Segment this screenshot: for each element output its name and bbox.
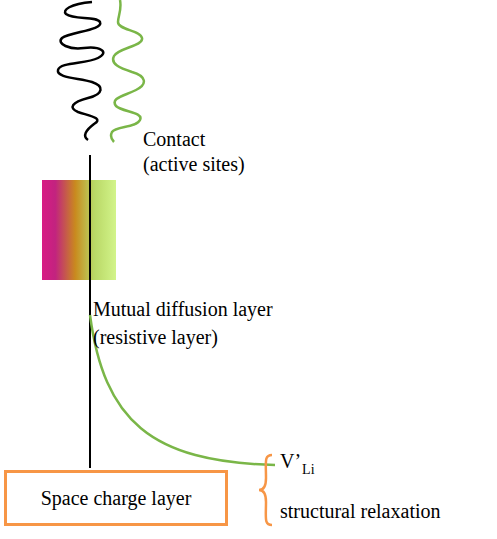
black-rough-surface (58, 2, 103, 140)
annotation-label: Li (302, 462, 314, 478)
orange-brace (259, 455, 272, 525)
annotation-label: (resistive layer) (93, 326, 218, 349)
green-rough-surface (111, 0, 144, 142)
annotation-label: Mutual diffusion layer (93, 298, 273, 321)
annotation-label: structural relaxation (280, 500, 441, 523)
space-charge-box: Space charge layer (4, 470, 228, 526)
annotation-label: Contact (143, 128, 205, 151)
annotation-label: V’ (280, 450, 301, 473)
box-text: Space charge layer (41, 487, 192, 510)
mutual-diffusion-gradient (42, 180, 116, 280)
vacancy-profile-curve (90, 315, 275, 465)
annotation-label: (active sites) (143, 153, 245, 176)
interface-line (89, 155, 91, 468)
